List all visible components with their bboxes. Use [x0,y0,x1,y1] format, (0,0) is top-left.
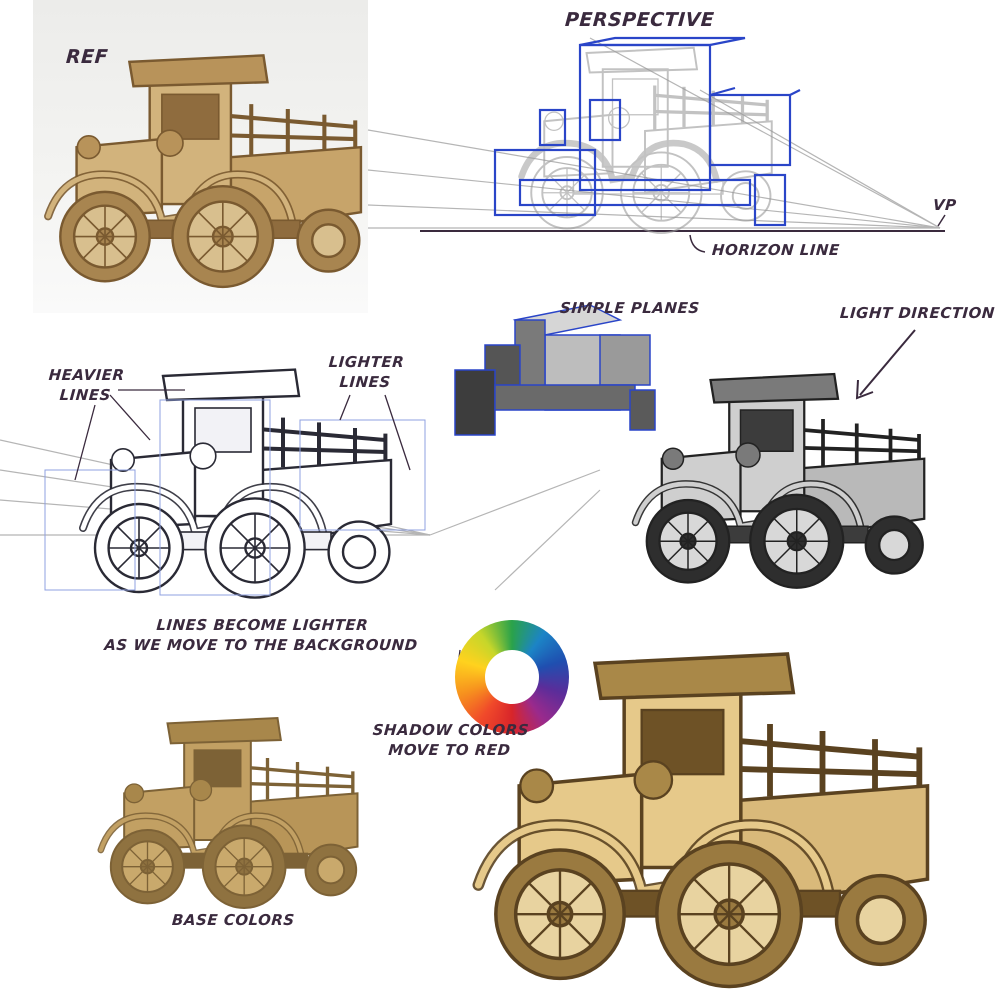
lines-lighter-line2: AS WE MOVE TO THE BACKGROUND [103,636,419,654]
shadow-colors-line2: MOVE TO RED [387,741,512,759]
heavier-lines-line1: HEAVIER [48,366,126,384]
color-wheel [455,620,569,734]
heavier-lines-label: HEAVIER LINES [47,365,126,405]
heavier-lines-line2: LINES [58,386,112,404]
gray-value-truck [635,374,925,588]
lighter-lines-line2: LINES [338,373,392,391]
base-colors-truck [100,718,358,908]
lines-lighter-caption: LINES BECOME LIGHTER AS WE MOVE TO THE B… [104,615,420,655]
ref-label: REF [65,46,109,68]
line-drawing-truck [83,369,391,598]
vp-marker [689,214,946,253]
simple-planes-label: SIMPLE PLANES [559,299,701,317]
reference-truck [48,55,361,287]
shadow-colors-caption: SHADOW COLORS MOVE TO RED [371,720,530,760]
simple-planes-blocks [454,304,656,436]
base-colors-label: BASE COLORS [171,911,296,929]
perspective-label: PERSPECTIVE [564,9,716,31]
lines-lighter-line1: LINES BECOME LIGHTER [155,616,369,634]
light-direction-label: LIGHT DIRECTION [839,304,996,322]
light-direction-arrow [855,329,916,400]
lighter-lines-label: LIGHTER LINES [327,352,405,392]
lighter-lines-line1: LIGHTER [328,353,405,371]
shadow-colors-line1: SHADOW COLORS [372,721,530,739]
horizon-line-label: HORIZON LINE [711,241,841,259]
vp-label: VP [932,196,958,214]
perspective-boxes [493,36,801,227]
line-drawing-guides [44,399,426,596]
